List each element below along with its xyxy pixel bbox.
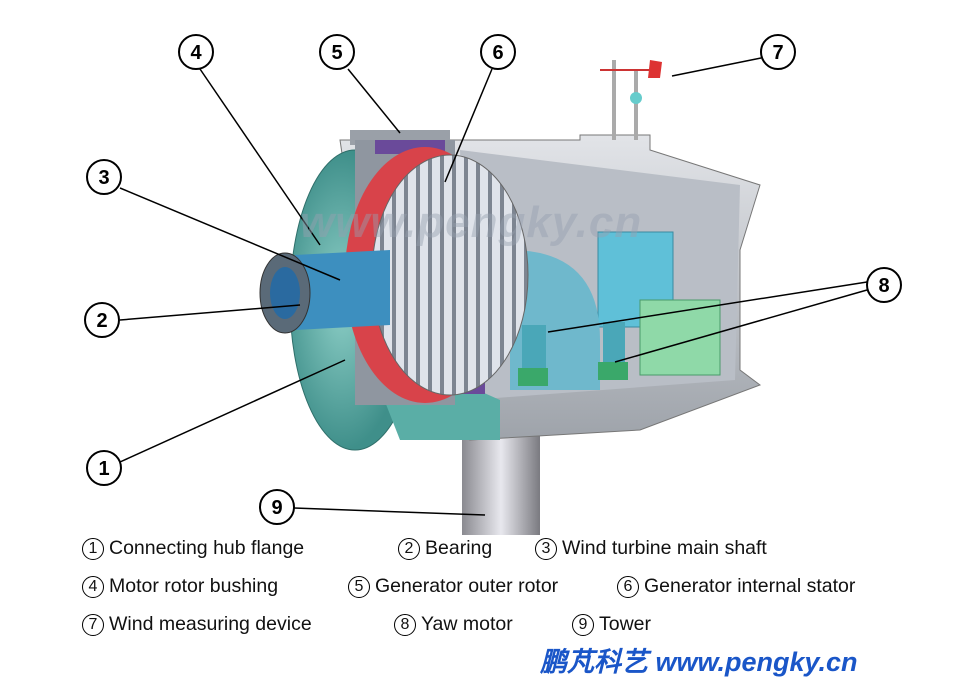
yaw-motor — [598, 322, 628, 380]
callout-number: 6 — [492, 42, 503, 64]
anemometer-icon — [630, 92, 642, 104]
callout-6: 6 — [480, 34, 516, 70]
callout-9: 9 — [259, 489, 295, 525]
legend-label: Yaw motor — [421, 613, 513, 635]
callout-7: 7 — [760, 34, 796, 70]
leader-line-9 — [293, 507, 486, 516]
watermark: www.pengky.cn — [300, 198, 643, 247]
converter-box — [639, 299, 721, 376]
leader-line-6 — [444, 68, 493, 183]
leader-line-5 — [347, 68, 401, 134]
legend-number: 7 — [82, 614, 104, 636]
callout-number: 4 — [190, 42, 202, 64]
callout-number: 2 — [96, 310, 107, 332]
callout-3: 3 — [86, 159, 122, 195]
legend-number: 2 — [398, 538, 420, 560]
callout-number: 1 — [98, 458, 109, 480]
callout-number: 7 — [772, 42, 783, 64]
legend-label: Tower — [599, 613, 652, 635]
wind-vane-icon — [648, 60, 662, 78]
yaw-motor — [518, 325, 548, 386]
legend-label: Generator internal stator — [644, 575, 856, 597]
main-shaft — [295, 250, 390, 330]
callout-1: 1 — [86, 450, 122, 486]
legend-number: 8 — [394, 614, 416, 636]
leader-line-2 — [119, 304, 301, 321]
callout-2: 2 — [84, 302, 120, 338]
legend-number: 3 — [535, 538, 557, 560]
legend-label: Connecting hub flange — [109, 537, 305, 559]
leader-line-4 — [199, 68, 321, 246]
leader-lines — [119, 57, 868, 516]
leader-line-1 — [119, 359, 346, 463]
leader-line-8a — [547, 281, 868, 333]
legend-number: 1 — [82, 538, 104, 560]
legend-number: 5 — [348, 576, 370, 598]
callout-number: 3 — [98, 167, 109, 189]
callout-5: 5 — [319, 34, 355, 70]
legend-number: 6 — [617, 576, 639, 598]
callout-number: 8 — [878, 275, 889, 297]
legend-number: 4 — [82, 576, 104, 598]
callout-number: 5 — [331, 42, 342, 64]
legend-label: Wind measuring device — [109, 613, 312, 635]
wind-measuring-device — [600, 60, 662, 140]
legend-label: Generator outer rotor — [375, 575, 559, 597]
generator-internal-stator — [371, 154, 529, 396]
callout-number: 9 — [271, 497, 282, 519]
callout-8: 8 — [866, 267, 902, 303]
leader-line-7 — [671, 57, 762, 77]
callout-4: 4 — [178, 34, 214, 70]
legend-label: Motor rotor bushing — [109, 575, 279, 597]
brand-caption: 鹏芃科艺 www.pengky.cn — [540, 647, 858, 677]
leader-line-8b — [614, 289, 868, 363]
legend-label: Bearing — [425, 537, 493, 559]
leader-line-3 — [119, 187, 341, 281]
bearing-bore — [270, 267, 300, 319]
legend-label: Wind turbine main shaft — [562, 537, 767, 559]
legend-number: 9 — [572, 614, 594, 636]
